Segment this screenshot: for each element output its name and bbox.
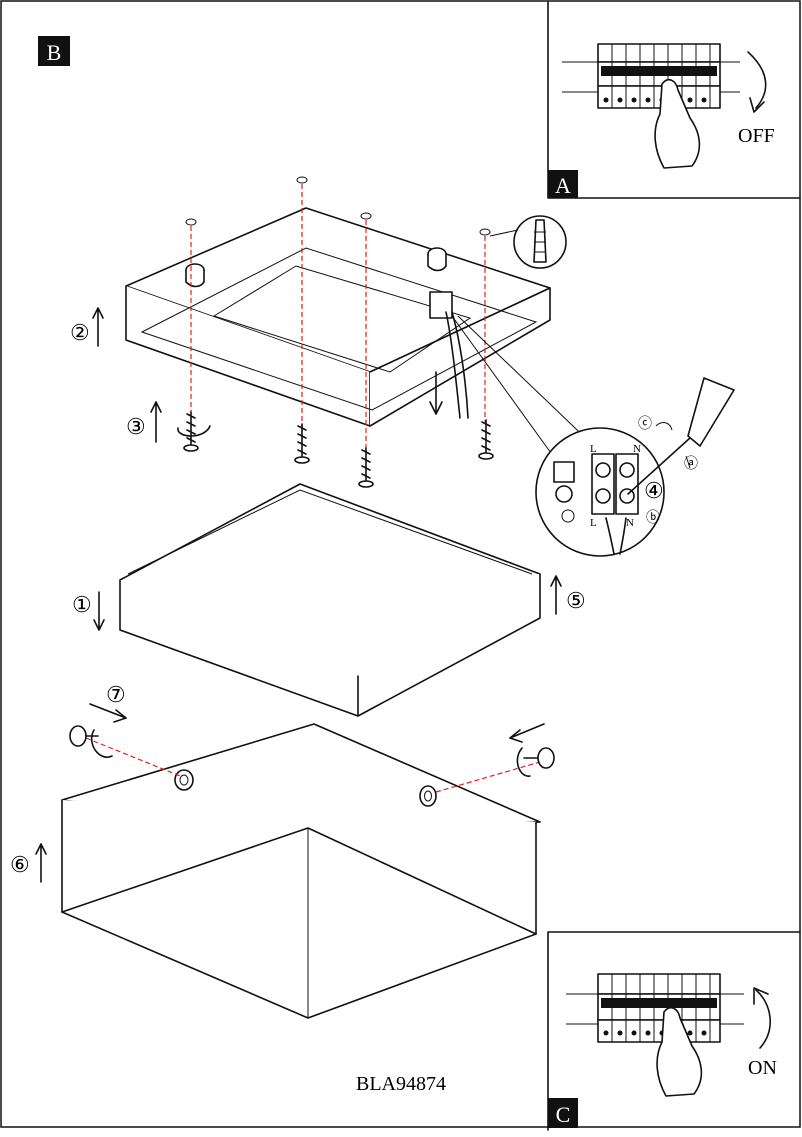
hand-icon (656, 1006, 703, 1097)
panel-c-letter: C (556, 1102, 571, 1127)
panel-c-switch-on: ON C (547, 931, 801, 1131)
lamp-cover (61, 723, 541, 1019)
terminal-label-l: L (590, 443, 597, 455)
terminal-label-n: N (633, 443, 641, 455)
panel-a-switch-off: OFF A (547, 1, 801, 199)
panel-b-badge: B (38, 36, 70, 66)
breaker-panel-icon (562, 43, 740, 109)
terminal-block-callout: L N L N ⓒ ⓐ ⓑ (451, 315, 698, 557)
arrow-up-icon (92, 307, 104, 347)
earth-symbol-icon (561, 509, 575, 523)
fixing-screw-icon (69, 703, 127, 758)
mounting-plate (125, 207, 551, 427)
mounting-spacer (185, 263, 205, 288)
rotate-arrow-icon (516, 747, 531, 777)
arrow-up-icon (550, 575, 562, 615)
drill-guides (185, 176, 491, 448)
fixing-hole (174, 769, 194, 791)
breaker-panel-icon (566, 973, 744, 1043)
terminal-label-l: L (590, 517, 597, 529)
panel-b-letter: B (47, 40, 62, 65)
supply-cable (445, 311, 469, 419)
screwdriver-icon (627, 377, 735, 495)
wall-plug-callout (489, 215, 567, 269)
on-label: ON (748, 1057, 777, 1079)
arrow-up-icon (35, 843, 47, 883)
hand-icon (654, 78, 701, 169)
lamp-body (119, 483, 541, 717)
step-6-marker: ⑥ (10, 852, 30, 877)
mounting-spacer (427, 247, 447, 272)
step-3-marker: ③ (126, 414, 146, 439)
arrow-icon (89, 703, 127, 719)
step-4-marker: ④ (644, 478, 664, 503)
fixing-hole (419, 785, 437, 807)
rotate-arrow-icon (177, 425, 211, 437)
step-2-marker: ② (70, 320, 90, 345)
arrow-down-icon (93, 591, 105, 631)
marker-a: ⓐ (684, 456, 698, 472)
screw-icon (358, 447, 374, 488)
curved-arrow-down-icon (747, 51, 767, 109)
terminal-label-n: N (626, 517, 634, 529)
marker-b: ⓑ (646, 510, 660, 526)
off-label: OFF (738, 125, 775, 147)
marker-c: ⓒ (638, 416, 652, 432)
arrow-icon (509, 723, 545, 739)
arrow-up-icon (150, 401, 162, 443)
step-5-marker: ⑤ (566, 588, 586, 613)
screw-icon (294, 423, 310, 464)
step-7-marker: ⑦ (106, 682, 126, 707)
step-1-marker: ① (72, 592, 92, 617)
screw-icon (478, 419, 494, 460)
curved-arrow-up-icon (755, 989, 771, 1049)
earth-terminal (553, 461, 575, 483)
screw-icon (177, 411, 211, 452)
fixing-screw-icon (509, 723, 555, 777)
rotate-arrow-icon (90, 729, 113, 758)
panel-a-letter: A (555, 173, 571, 198)
model-code: BLA94874 (356, 1073, 446, 1095)
terminal-connector (429, 291, 453, 319)
